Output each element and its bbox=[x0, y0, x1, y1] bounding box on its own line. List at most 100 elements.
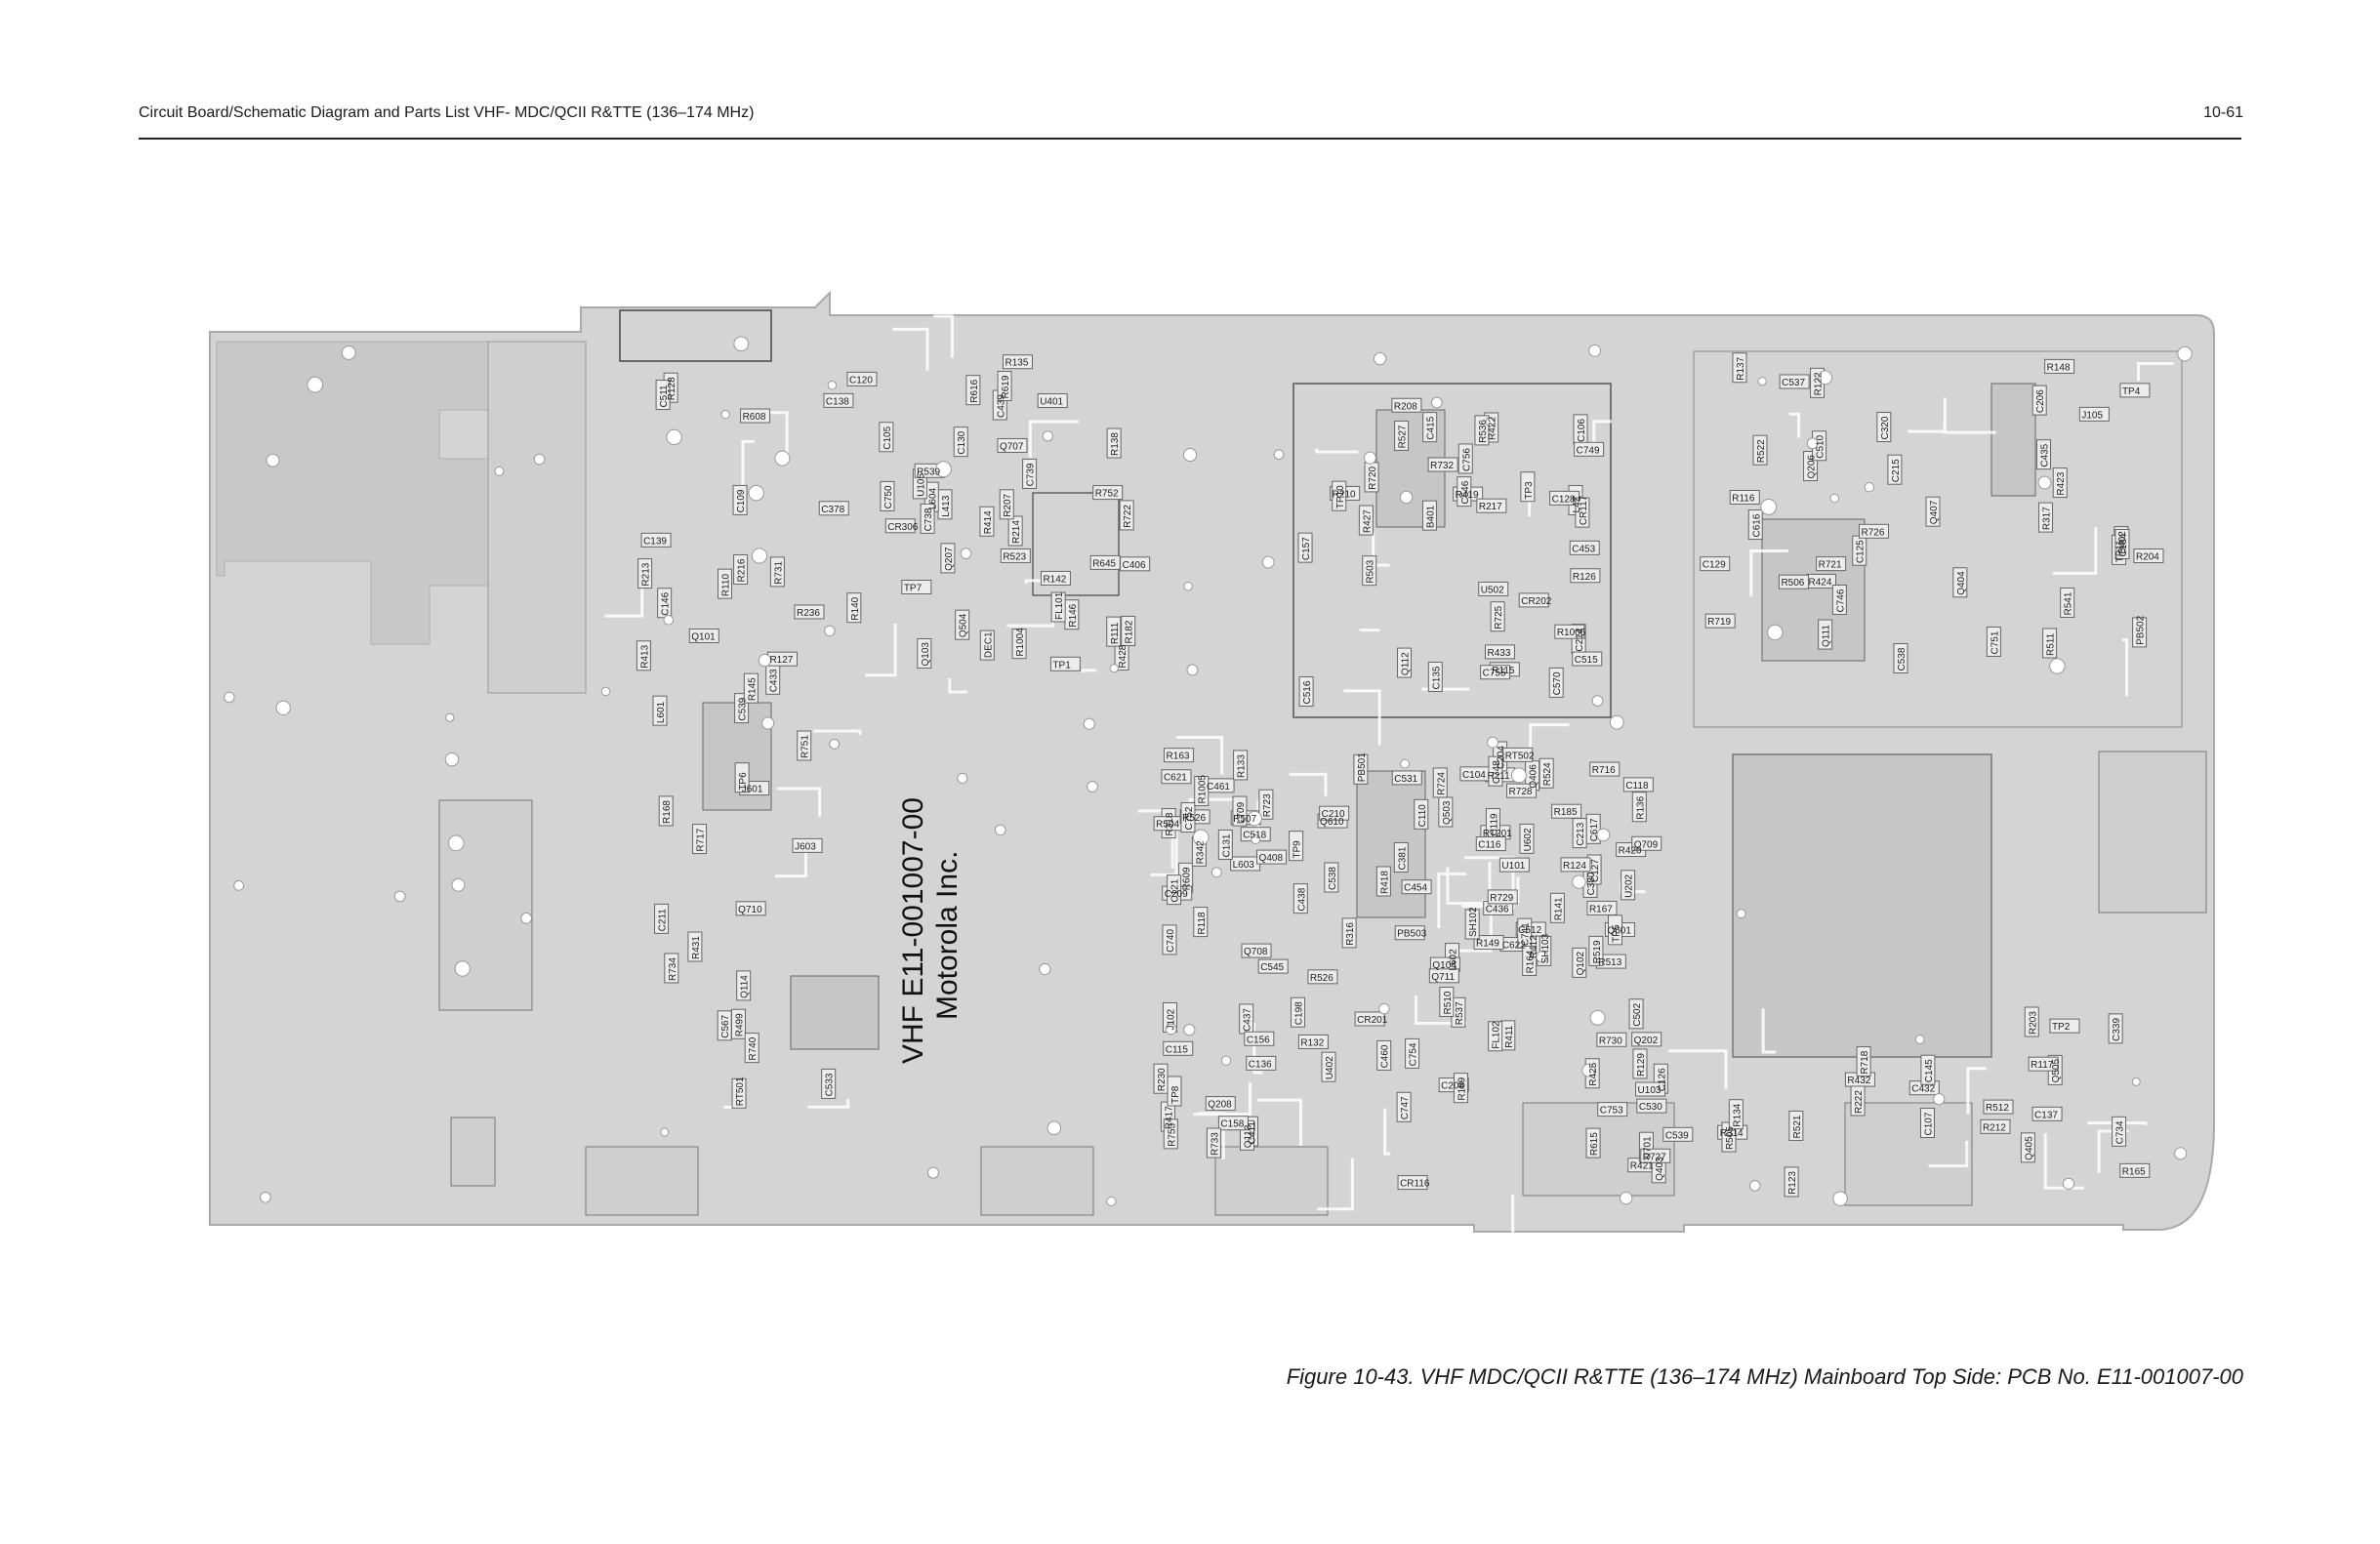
refdes-label: C206 bbox=[2035, 389, 2046, 413]
refdes-label: C107 bbox=[1923, 1112, 1934, 1135]
component-pad bbox=[655, 380, 671, 411]
component-pad bbox=[732, 484, 748, 515]
refdes-label: Q408 bbox=[1259, 853, 1284, 864]
refdes-label: R116 bbox=[1732, 493, 1755, 504]
via-hole bbox=[444, 752, 460, 767]
refdes-label: C752 bbox=[1184, 806, 1195, 830]
trace bbox=[1668, 1049, 1728, 1090]
refdes-label: C511 bbox=[659, 385, 670, 408]
refdes-label: R169 bbox=[1457, 1077, 1467, 1100]
component-pad bbox=[1397, 647, 1413, 678]
refdes-label: C539 bbox=[1665, 1130, 1689, 1141]
component-pad bbox=[1232, 795, 1248, 827]
refdes-label: C617 bbox=[1589, 818, 1600, 841]
refdes-label: R425 bbox=[1588, 1062, 1599, 1085]
via-hole bbox=[2037, 475, 2052, 490]
component-pad bbox=[901, 580, 932, 595]
refdes-label: C755 bbox=[1483, 669, 1506, 679]
trace bbox=[1529, 723, 1570, 748]
refdes-label: R203 bbox=[2028, 1011, 2038, 1035]
trace bbox=[604, 575, 644, 618]
component-pad bbox=[1569, 540, 1600, 555]
refdes-label: R124 bbox=[1563, 861, 1586, 872]
component-pad bbox=[1037, 393, 1068, 409]
via-hole bbox=[260, 1191, 271, 1203]
via-hole bbox=[1485, 417, 1496, 427]
refdes-label: R734 bbox=[668, 957, 678, 981]
component-pad bbox=[734, 762, 750, 793]
component-pad bbox=[1490, 601, 1505, 632]
refdes-label: C510 bbox=[1816, 434, 1826, 458]
component-pad bbox=[880, 480, 895, 511]
refdes-label: C750 bbox=[883, 485, 894, 508]
refdes-label: R503 bbox=[1366, 559, 1376, 583]
refdes-label: CR306 bbox=[887, 522, 919, 533]
refdes-label: C214 bbox=[1575, 628, 1585, 651]
refdes-label: FL101 bbox=[1054, 591, 1065, 620]
via-hole bbox=[1864, 482, 1875, 493]
via-hole bbox=[926, 1166, 939, 1179]
refdes-label: R718 bbox=[1860, 1050, 1870, 1074]
refdes-label: R126 bbox=[1573, 572, 1596, 583]
trace bbox=[1193, 1082, 1252, 1117]
refdes-label: C116 bbox=[1478, 840, 1501, 851]
refdes-label: RT502 bbox=[1505, 751, 1535, 761]
via-hole bbox=[447, 834, 465, 852]
via-hole bbox=[1914, 1035, 1925, 1044]
component-pad bbox=[1289, 831, 1304, 862]
refdes-label: U105 bbox=[916, 473, 926, 497]
refdes-label: TP5 bbox=[1611, 924, 1621, 943]
trace bbox=[948, 678, 968, 694]
trace bbox=[1788, 412, 1801, 438]
component-pad bbox=[1167, 874, 1182, 906]
via-hole bbox=[1083, 717, 1095, 730]
refdes-label: L709 bbox=[1236, 801, 1247, 824]
refdes-label: TP9 bbox=[1293, 840, 1303, 859]
component-pad bbox=[769, 556, 785, 588]
refdes-label: C109 bbox=[736, 489, 747, 512]
refdes-label: Q406 bbox=[1529, 764, 1539, 789]
component-pad bbox=[2038, 502, 2054, 533]
component-pad bbox=[1353, 753, 1369, 785]
component-pad bbox=[1887, 454, 1903, 485]
refdes-label: C210 bbox=[1322, 809, 1345, 820]
refdes-label: B402 bbox=[2117, 531, 2128, 554]
refdes-label: R213 bbox=[641, 562, 652, 586]
refdes-label: Q709 bbox=[1634, 839, 1659, 850]
component-pad bbox=[2078, 406, 2110, 422]
component-pad bbox=[1205, 1096, 1236, 1112]
u105-ic bbox=[1356, 770, 1426, 918]
refdes-label: TP6 bbox=[738, 772, 749, 791]
component-pad bbox=[1121, 615, 1136, 646]
component-pad bbox=[1324, 862, 1339, 893]
component-pad bbox=[636, 640, 651, 671]
refdes-label: Q505 bbox=[2051, 1059, 2062, 1083]
via-hole bbox=[2062, 1177, 2075, 1190]
component-pad bbox=[1920, 1054, 1936, 1085]
refdes-label: R504 bbox=[1156, 820, 1179, 831]
refdes-label: R513 bbox=[1598, 957, 1621, 968]
via-hole bbox=[233, 879, 245, 891]
refdes-label: R537 bbox=[1455, 1001, 1465, 1025]
component-pad bbox=[1457, 476, 1472, 508]
component-pad bbox=[1007, 515, 1023, 547]
page-header-title: Circuit Board/Schematic Diagram and Part… bbox=[139, 104, 755, 121]
component-pad bbox=[2108, 1013, 2123, 1044]
trace bbox=[2087, 1121, 2148, 1126]
via-hole bbox=[1109, 664, 1119, 673]
refdes-label: C460 bbox=[1380, 1044, 1391, 1068]
component-pad bbox=[1427, 457, 1458, 472]
refdes-label: R420 bbox=[1619, 846, 1642, 857]
via-hole bbox=[934, 461, 952, 478]
refdes-label: C436 bbox=[1486, 904, 1509, 914]
component-pad bbox=[1293, 883, 1308, 914]
component-pad bbox=[1589, 761, 1621, 777]
component-pad bbox=[1394, 925, 1425, 941]
refdes-label: C746 bbox=[1835, 589, 1846, 612]
via-hole bbox=[393, 890, 406, 903]
component-pad bbox=[997, 437, 1028, 453]
component-pad bbox=[1539, 757, 1554, 789]
refdes-label: R421 bbox=[1630, 1161, 1654, 1172]
refdes-label: R208 bbox=[1394, 401, 1417, 412]
component-pad bbox=[1728, 1099, 1744, 1130]
